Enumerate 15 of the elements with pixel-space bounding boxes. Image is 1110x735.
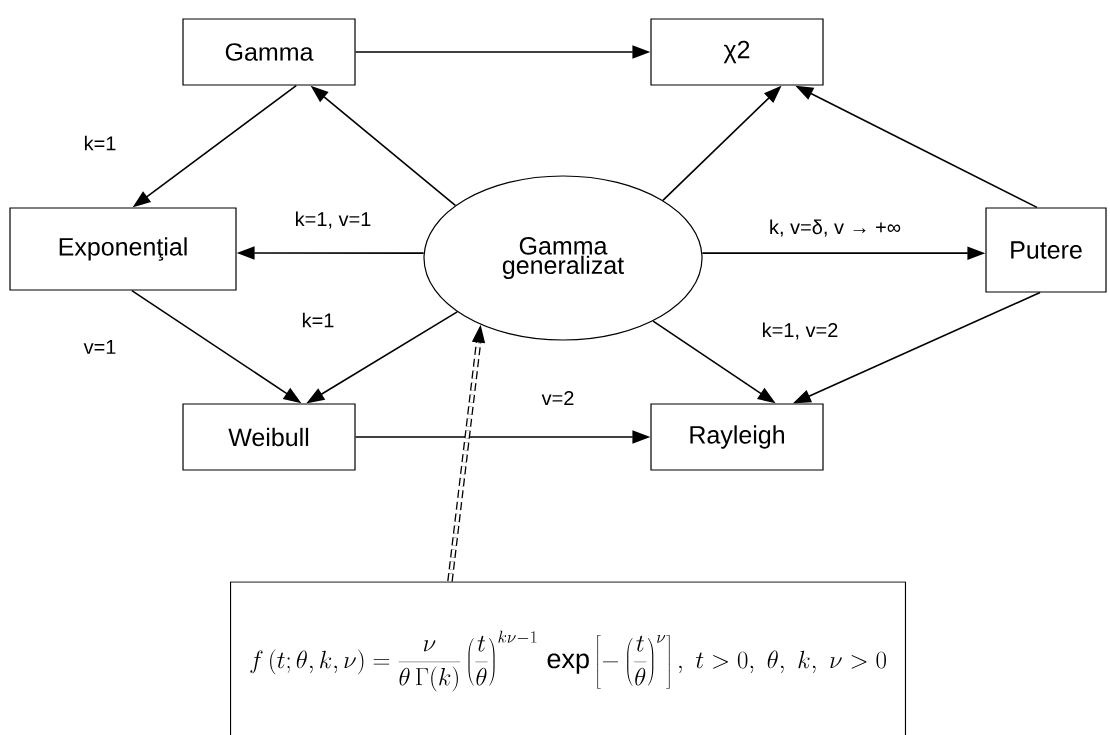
edge-label: k, v=δ, v → +∞ [767, 218, 903, 238]
ellipse-node: Gamma generalizat [423, 175, 703, 341]
process-box: Putere [985, 207, 1107, 293]
edge-label: k=1, v=2 [760, 321, 840, 341]
edge-label: k=1, v=1 [293, 210, 373, 230]
process-box: Rayleigh [650, 403, 824, 471]
process-box: Gamma [182, 18, 356, 86]
formula-box: $f\left(t;\theta,k,\nu\right)=\frac{\nu}{\theta\,\Gamma(k)}\left(\frac{t}{\theta}\right)^{k\nu-1}\,\mathrm{exp}\left[-\left(\frac{t}{\theta}\right)^{\nu}\right],\ t>0,\ \theta,\ k,\ \nu>0$ [229, 581, 907, 735]
process-box: Weibull [182, 403, 356, 471]
process-box: χ2 [650, 18, 824, 86]
edge-label: k=1 [300, 311, 336, 329]
edge-label: v=1 [82, 339, 118, 355]
edge-label: k=1 [82, 134, 118, 152]
edge-label: v=2 [540, 390, 576, 406]
process-box: Exponenţial [9, 207, 237, 291]
